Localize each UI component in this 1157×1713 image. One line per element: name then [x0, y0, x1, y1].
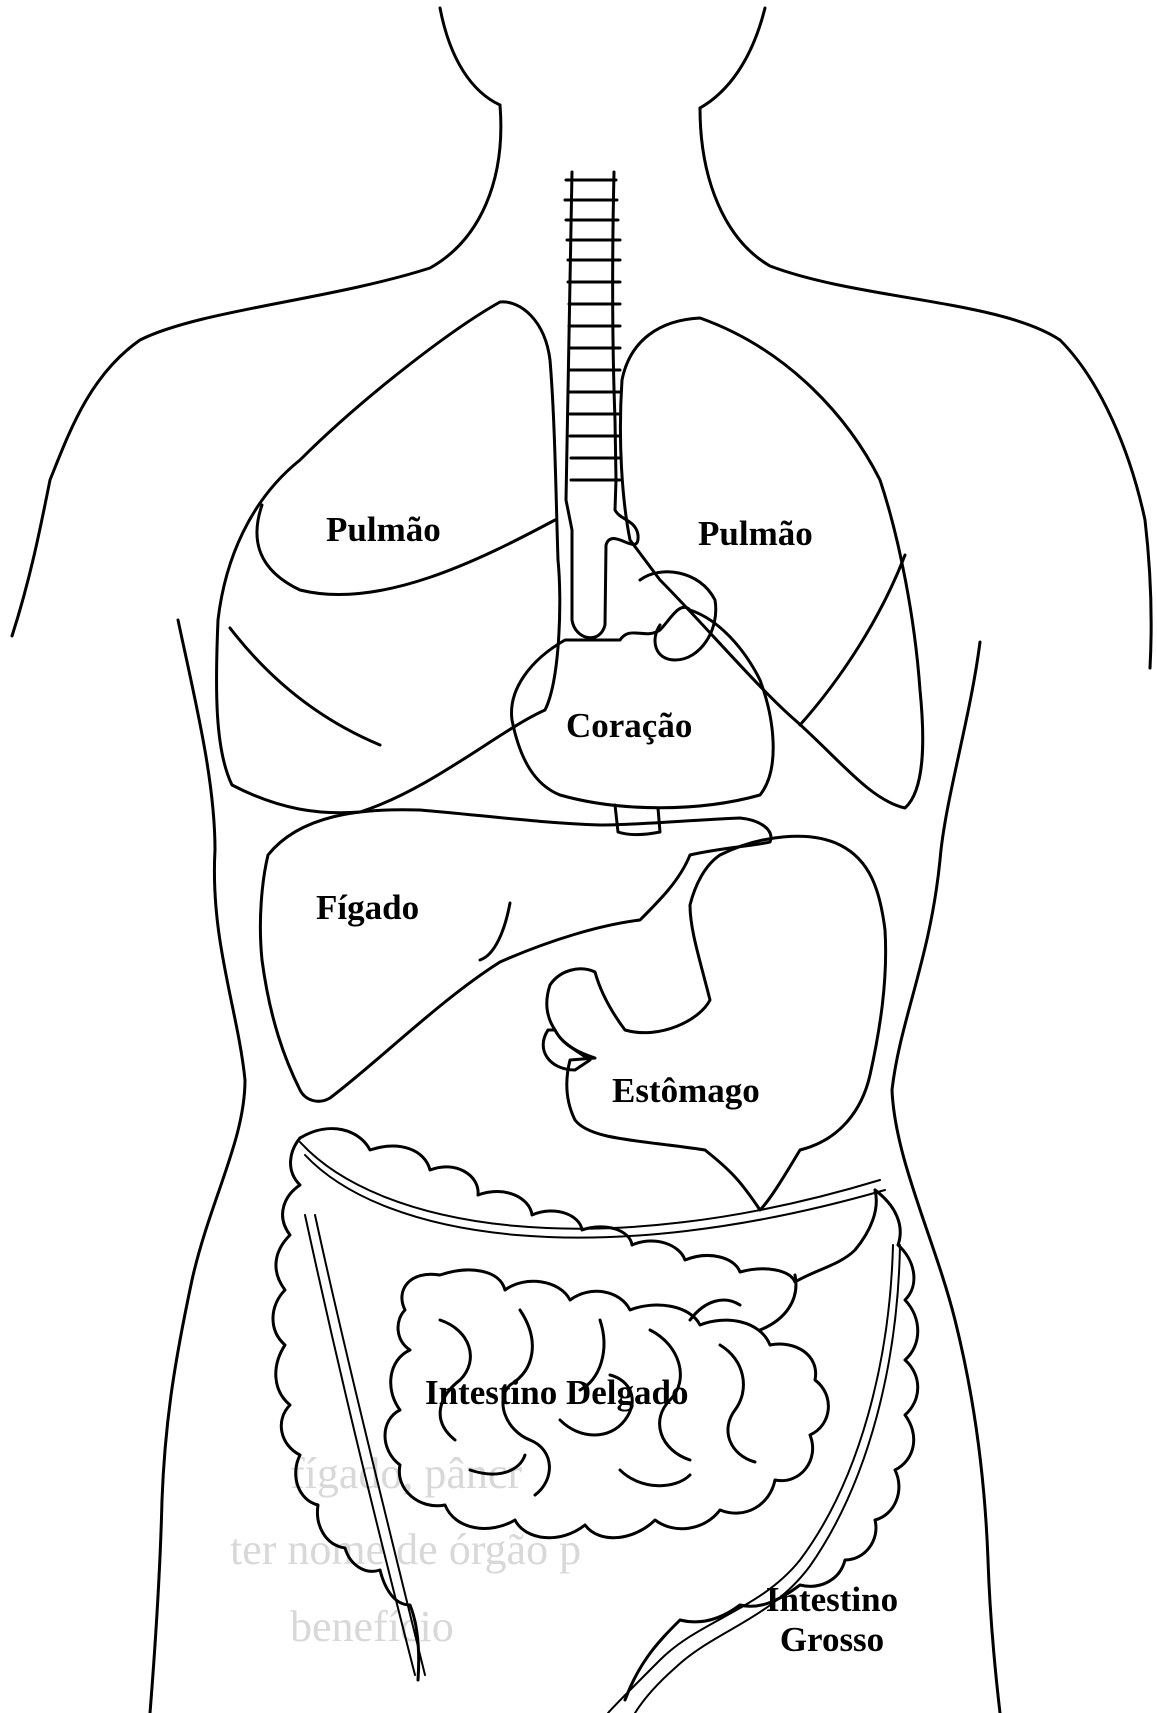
label-liver: Fígado: [316, 890, 419, 925]
stomach: [543, 836, 885, 1210]
label-stomach: Estômago: [612, 1073, 760, 1108]
label-right-lung: Pulmão: [698, 516, 813, 551]
label-large-intestine: Intestino Grosso: [742, 1580, 922, 1661]
trachea: [565, 172, 638, 638]
body-outline: [12, 8, 1151, 1713]
label-heart: Coração: [566, 708, 692, 743]
label-large-intestine-line1: Intestino: [742, 1580, 922, 1620]
heart: [512, 572, 774, 835]
label-large-intestine-line2: Grosso: [742, 1620, 922, 1660]
label-left-lung: Pulmão: [326, 512, 441, 547]
liver: [260, 810, 771, 1102]
left-lung: [216, 302, 559, 813]
label-small-intestine: Intestino Delgado: [425, 1375, 689, 1410]
